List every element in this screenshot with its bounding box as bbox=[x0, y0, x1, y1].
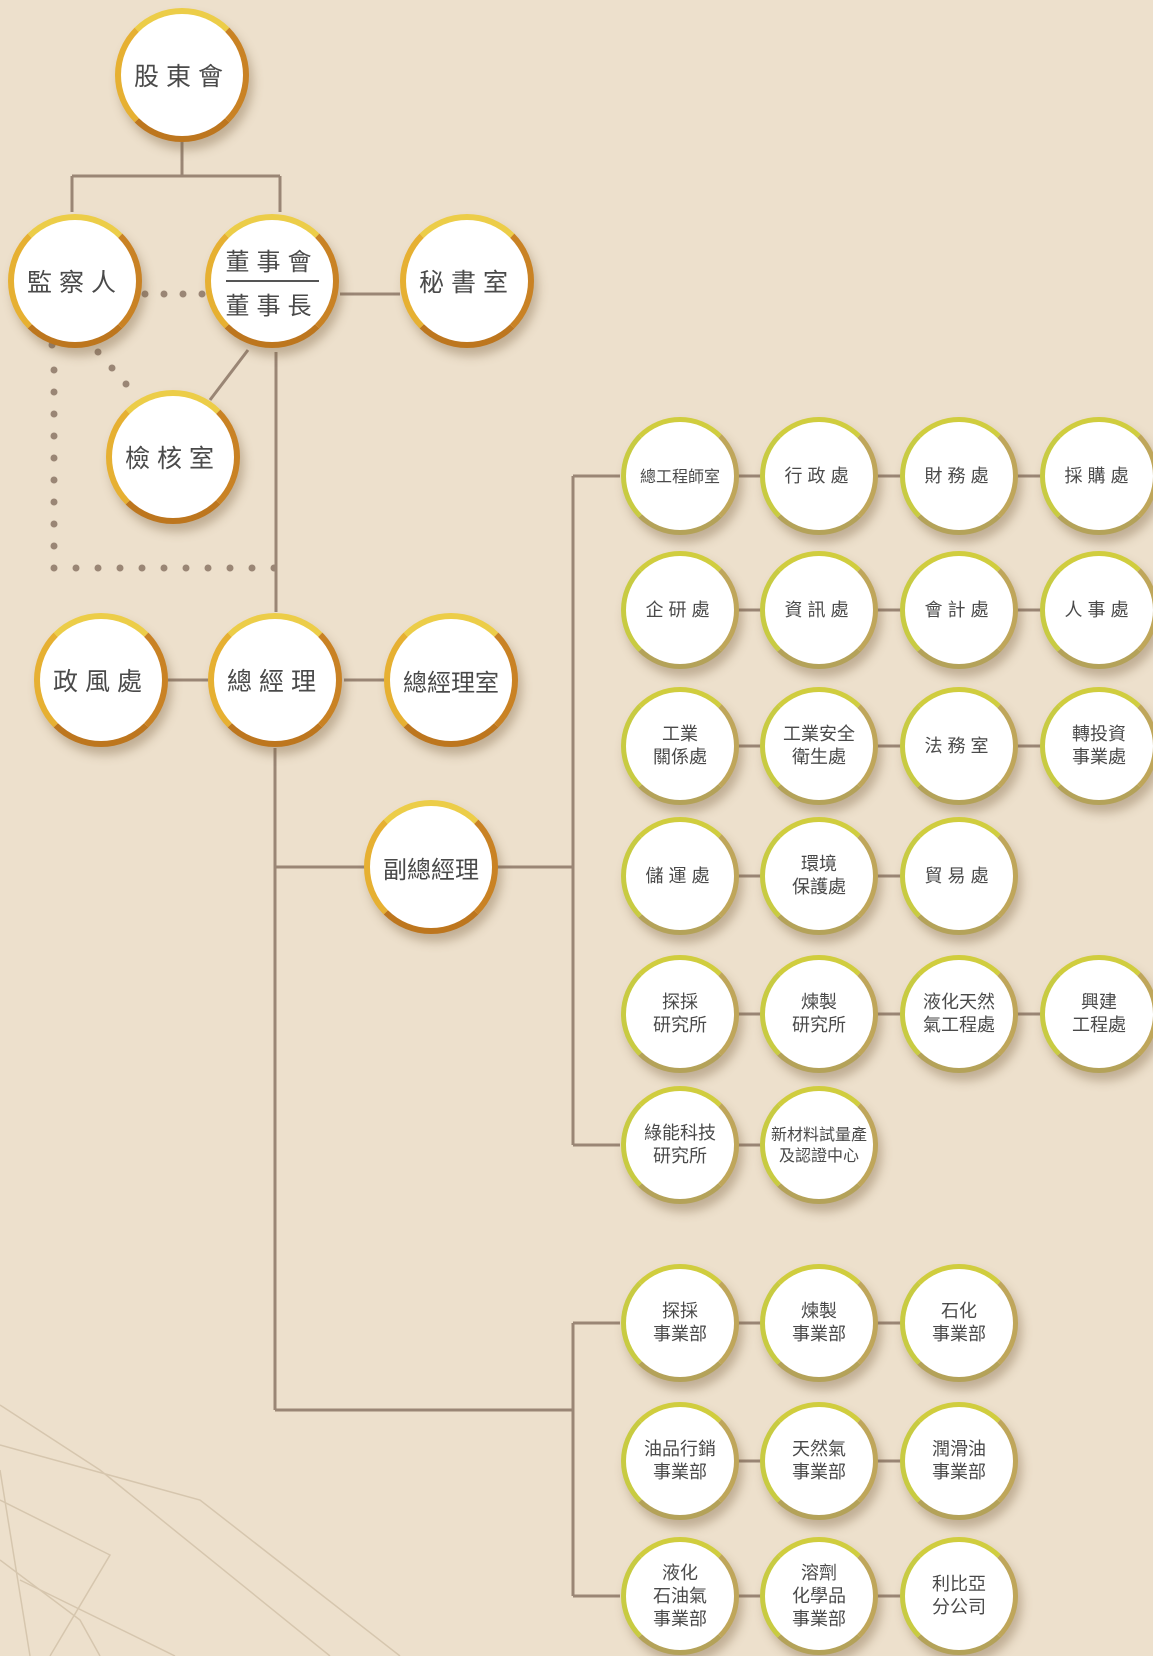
board-stack: 董事會 董事長 bbox=[226, 242, 319, 321]
node-new-materials-center: 新材料試量產 及認證中心 bbox=[760, 1086, 878, 1204]
node-safety-health: 工業安全 衛生處 bbox=[760, 687, 878, 805]
node-label: 企研處 bbox=[646, 599, 715, 622]
decorative-lines bbox=[0, 1405, 400, 1656]
node-label: 人事處 bbox=[1065, 599, 1134, 622]
node-label: 股東會 bbox=[134, 57, 230, 93]
node-label: 轉投資 事業處 bbox=[1072, 723, 1126, 769]
node-environment: 環境 保護處 bbox=[760, 817, 878, 935]
node-audit: 檢核室 bbox=[106, 390, 240, 524]
node-marketing-bu: 油品行銷 事業部 bbox=[621, 1402, 739, 1520]
node-petrochemical-bu: 石化 事業部 bbox=[900, 1264, 1018, 1382]
node-accounting: 會計處 bbox=[900, 551, 1018, 669]
node-label: 政風處 bbox=[53, 662, 149, 698]
node-solvents-bu: 溶劑 化學品 事業部 bbox=[760, 1537, 878, 1655]
node-label: 總經理室 bbox=[403, 663, 499, 698]
node-label: 石化 事業部 bbox=[932, 1300, 986, 1346]
node-label: 探採 事業部 bbox=[653, 1300, 707, 1346]
node-label: 溶劑 化學品 事業部 bbox=[792, 1562, 846, 1631]
node-refining-research: 煉製 研究所 bbox=[760, 955, 878, 1073]
node-label: 綠能科技 研究所 bbox=[644, 1122, 716, 1168]
node-president: 總經理 bbox=[208, 613, 342, 747]
node-construction: 興建 工程處 bbox=[1040, 955, 1153, 1073]
node-hr: 人事處 bbox=[1040, 551, 1153, 669]
node-label: 貿易處 bbox=[925, 865, 994, 888]
node-label: 工業 關係處 bbox=[653, 723, 707, 769]
board-label: 董事會 bbox=[226, 242, 319, 282]
node-label: 採購處 bbox=[1065, 465, 1134, 488]
node-secretariat: 秘書室 bbox=[400, 214, 534, 348]
node-industrial-relations: 工業 關係處 bbox=[621, 687, 739, 805]
node-label: 總工程師室 bbox=[640, 466, 720, 487]
node-label: 煉製 事業部 bbox=[792, 1300, 846, 1346]
node-label: 興建 工程處 bbox=[1072, 991, 1126, 1037]
node-label: 天然氣 事業部 bbox=[792, 1438, 846, 1484]
node-board: 董事會 董事長 bbox=[205, 214, 339, 348]
node-lpg-bu: 液化 石油氣 事業部 bbox=[621, 1537, 739, 1655]
node-procurement: 採購處 bbox=[1040, 417, 1153, 535]
node-natural-gas-bu: 天然氣 事業部 bbox=[760, 1402, 878, 1520]
node-planning: 企研處 bbox=[621, 551, 739, 669]
node-label: 利比亞 分公司 bbox=[932, 1573, 986, 1619]
node-label: 檢核室 bbox=[125, 439, 221, 475]
node-supervisors: 監察人 bbox=[8, 214, 142, 348]
node-label: 法務室 bbox=[925, 735, 994, 758]
node-label: 財務處 bbox=[925, 465, 994, 488]
node-exploration-bu: 探採 事業部 bbox=[621, 1264, 739, 1382]
node-exploration-research: 探採 研究所 bbox=[621, 955, 739, 1073]
node-label: 資訊處 bbox=[785, 599, 854, 622]
node-refining-bu: 煉製 事業部 bbox=[760, 1264, 878, 1382]
node-investment: 轉投資 事業處 bbox=[1040, 687, 1153, 805]
node-chief-engineer-office: 總工程師室 bbox=[621, 417, 739, 535]
node-it: 資訊處 bbox=[760, 551, 878, 669]
node-legal: 法務室 bbox=[900, 687, 1018, 805]
node-label: 工業安全 衛生處 bbox=[783, 723, 855, 769]
node-lubricants-bu: 潤滑油 事業部 bbox=[900, 1402, 1018, 1520]
node-label: 煉製 研究所 bbox=[792, 991, 846, 1037]
node-lng-engineering: 液化天然 氣工程處 bbox=[900, 955, 1018, 1073]
node-label: 環境 保護處 bbox=[792, 853, 846, 899]
node-label: 會計處 bbox=[925, 599, 994, 622]
node-label: 副總經理 bbox=[383, 850, 479, 885]
node-label: 秘書室 bbox=[419, 263, 515, 299]
node-label: 探採 研究所 bbox=[653, 991, 707, 1037]
node-ethics: 政風處 bbox=[34, 613, 168, 747]
node-label: 油品行銷 事業部 bbox=[644, 1438, 716, 1484]
node-admin: 行政處 bbox=[760, 417, 878, 535]
node-trading: 貿易處 bbox=[900, 817, 1018, 935]
node-label: 儲運處 bbox=[646, 865, 715, 888]
node-libya-branch: 利比亞 分公司 bbox=[900, 1537, 1018, 1655]
node-label: 潤滑油 事業部 bbox=[932, 1438, 986, 1484]
node-vice-president: 副總經理 bbox=[364, 800, 498, 934]
node-label: 液化 石油氣 事業部 bbox=[653, 1562, 707, 1631]
node-label: 液化天然 氣工程處 bbox=[923, 991, 995, 1037]
node-label: 監察人 bbox=[27, 263, 123, 299]
node-finance: 財務處 bbox=[900, 417, 1018, 535]
node-green-energy-research: 綠能科技 研究所 bbox=[621, 1086, 739, 1204]
node-storage-transport: 儲運處 bbox=[621, 817, 739, 935]
chairman-label: 董事長 bbox=[226, 286, 319, 321]
node-shareholders: 股東會 bbox=[115, 8, 249, 142]
node-label: 新材料試量產 及認證中心 bbox=[771, 1124, 867, 1166]
node-label: 行政處 bbox=[785, 465, 854, 488]
node-label: 總經理 bbox=[227, 662, 323, 698]
node-president-office: 總經理室 bbox=[384, 613, 518, 747]
